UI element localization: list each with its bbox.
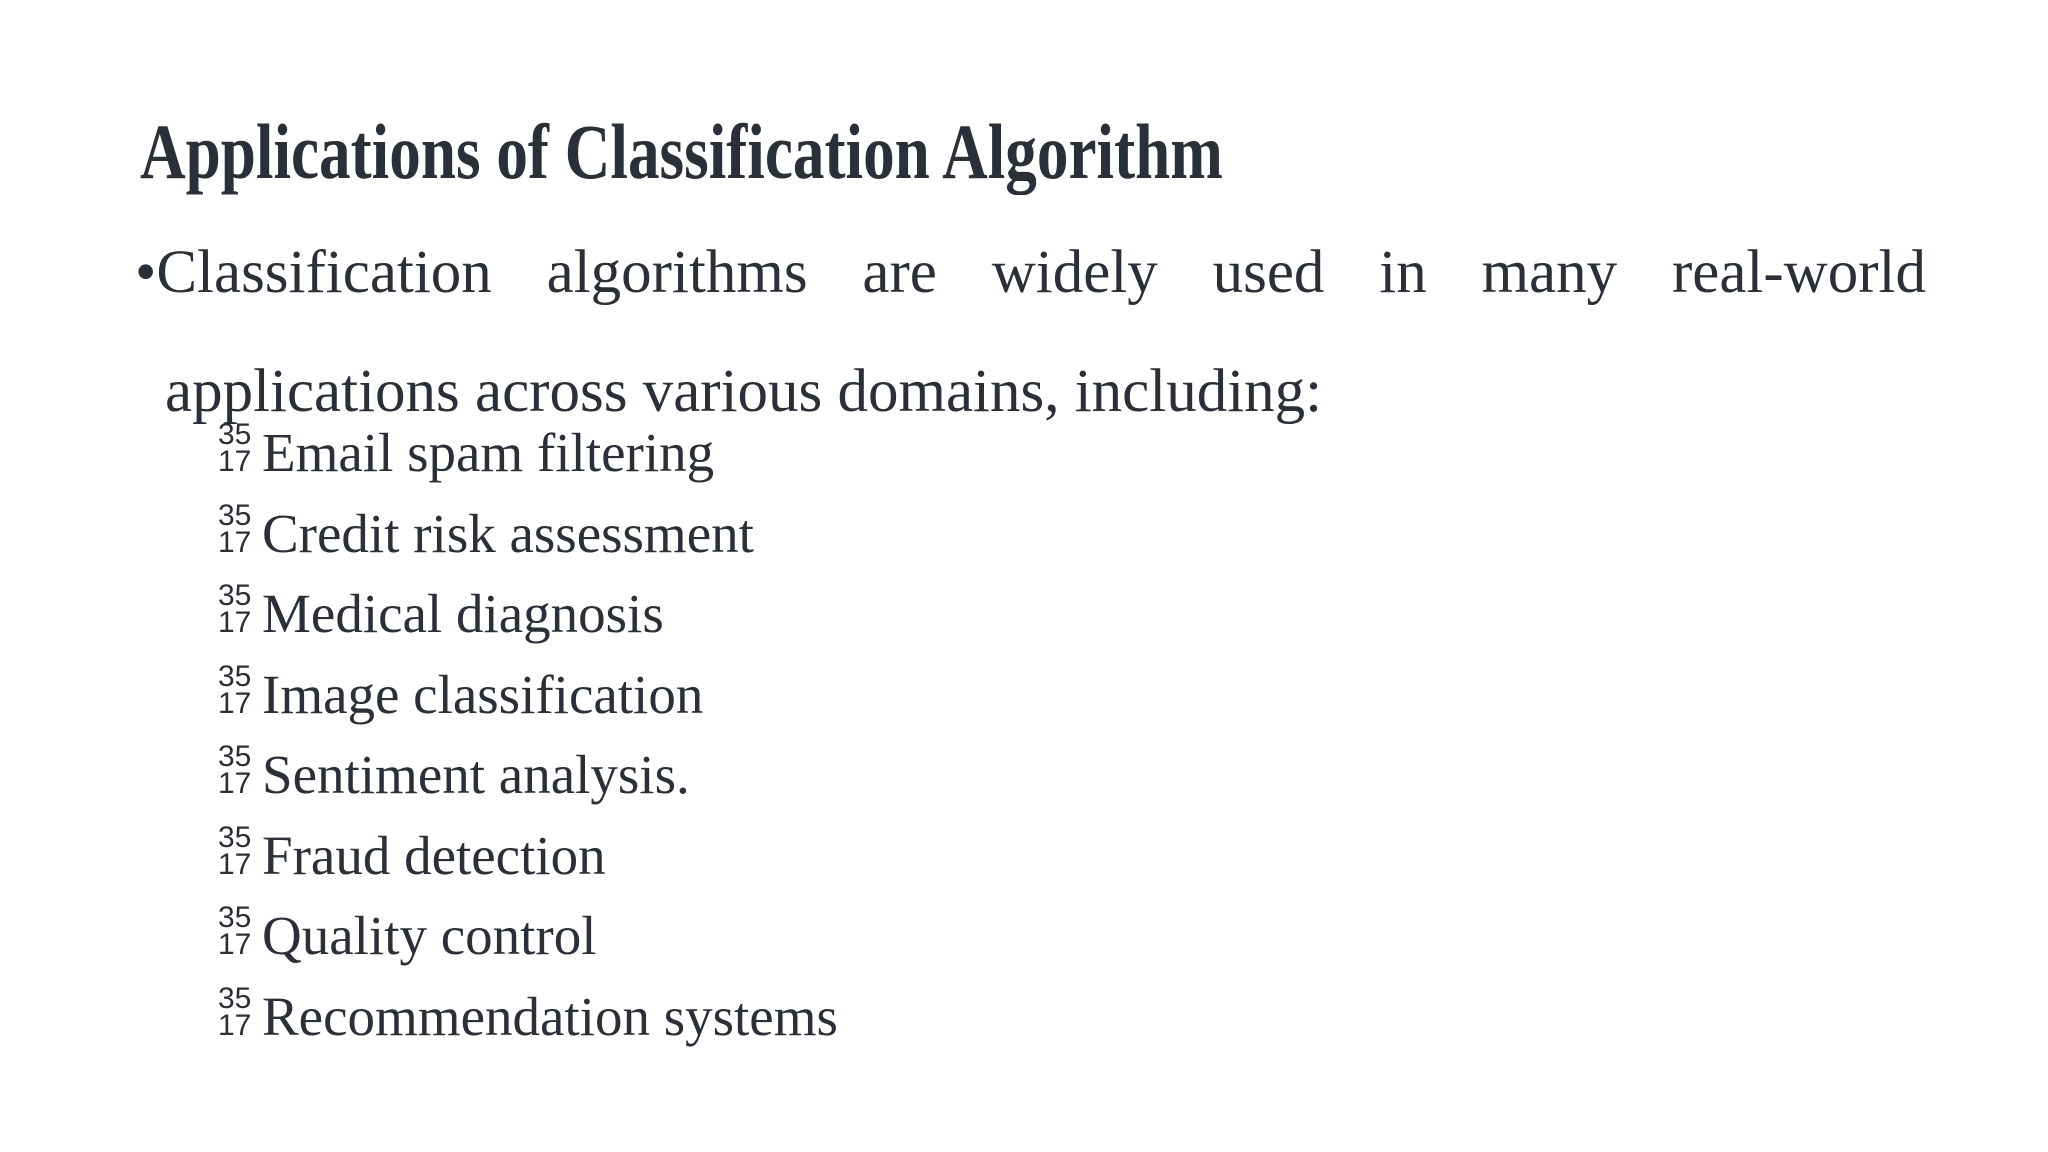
marker-top-number: 35 [218, 740, 252, 773]
list-item-label: Sentiment analysis. [262, 744, 690, 805]
marker-bottom-number: 17 [218, 767, 252, 800]
marker-bottom-number: 17 [218, 847, 252, 881]
bullet-paragraph-line-1: •Classification algorithms are widely us… [135, 242, 1926, 303]
marker-bottom-number: 17 [218, 928, 252, 961]
marker-top-number: 35 [218, 498, 252, 532]
list-item-label: Quality control [262, 905, 597, 966]
marker-top-number: 35 [218, 659, 252, 693]
marker-top-number: 35 [218, 901, 252, 934]
list-item-label: Fraud detection [262, 824, 606, 886]
list-item-label: Credit risk assessment [262, 502, 754, 564]
marker-bottom-number: 17 [218, 686, 252, 720]
bullet-paragraph-line-2: applications across various domains, inc… [165, 358, 1323, 425]
marker-bottom-number: 17 [218, 1008, 252, 1042]
marker-bottom-number: 17 [218, 445, 252, 478]
paragraph-text-line-1: Classification algorithms are widely use… [156, 239, 1926, 306]
marker-bottom-number: 17 [218, 606, 252, 639]
list-item-label: Medical diagnosis [262, 583, 664, 644]
list-item-label: Recommendation systems [262, 985, 838, 1047]
marker-bottom-number: 17 [218, 525, 252, 559]
bullet-glyph: • [135, 239, 157, 306]
list-item-label: Image classification [262, 663, 704, 725]
marker-top-number: 35 [218, 820, 252, 854]
marker-top-number: 35 [218, 579, 252, 612]
marker-top-number: 35 [218, 418, 252, 451]
slide-title: Applications of Classification Algorithm [140, 108, 1223, 195]
list-item-label: Email spam filtering [262, 422, 715, 483]
marker-top-number: 35 [218, 981, 252, 1015]
